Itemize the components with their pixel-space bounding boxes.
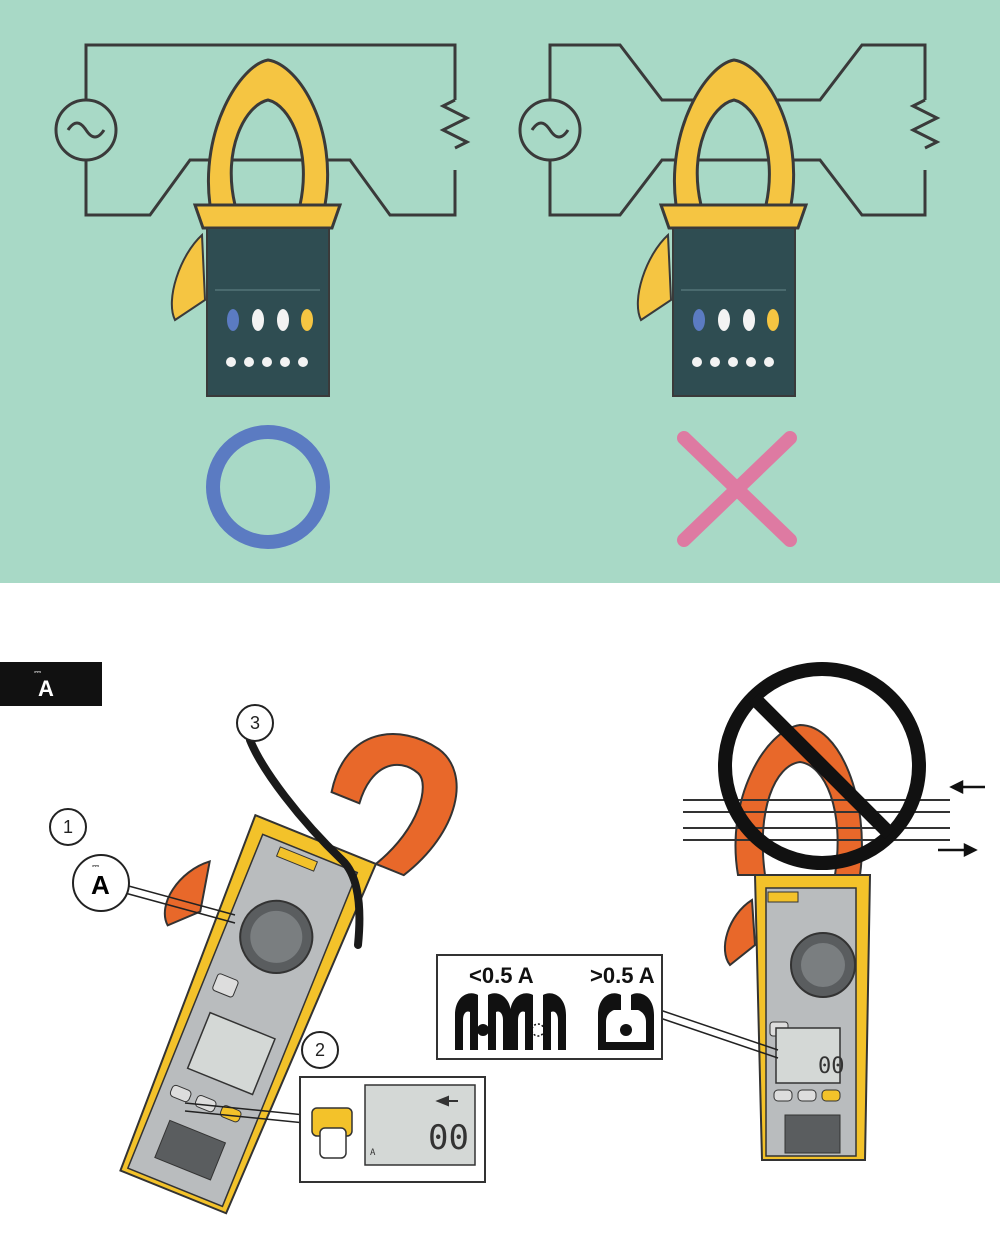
callout-2: 2: [301, 1031, 339, 1069]
bottom-panel: [0, 583, 1000, 1259]
ac-source-icon: [54, 98, 118, 162]
mode-badge: ⎓ A: [0, 662, 102, 706]
threshold-low-label: <0.5 A: [469, 963, 534, 988]
left-clamp-meter: [170, 58, 343, 397]
left-circuit: [54, 43, 471, 217]
callout-1: 1: [49, 808, 87, 846]
circuit-illustrations: [54, 43, 941, 549]
resistor-icon: [439, 98, 471, 150]
ac-source-icon: [518, 98, 582, 162]
right-clamp-meter: [636, 58, 809, 397]
lcd-reading: 00: [428, 1118, 469, 1158]
dc-symbol: ⎓: [92, 862, 100, 872]
resistor-icon: [909, 98, 941, 150]
dial-setting-label: A: [91, 870, 110, 900]
lcd-unit: A: [370, 1148, 376, 1158]
correct-circle-icon: [206, 425, 330, 549]
threshold-high-label: >0.5 A: [590, 963, 655, 988]
callout-3: 3: [236, 704, 274, 742]
dc-symbol: ⎓: [34, 668, 42, 678]
wrong-cross-icon: [677, 431, 797, 547]
mode-badge-label: A: [38, 676, 54, 701]
dial-setting-callout: ⎓ A: [72, 854, 130, 912]
top-panel: [0, 0, 1000, 583]
